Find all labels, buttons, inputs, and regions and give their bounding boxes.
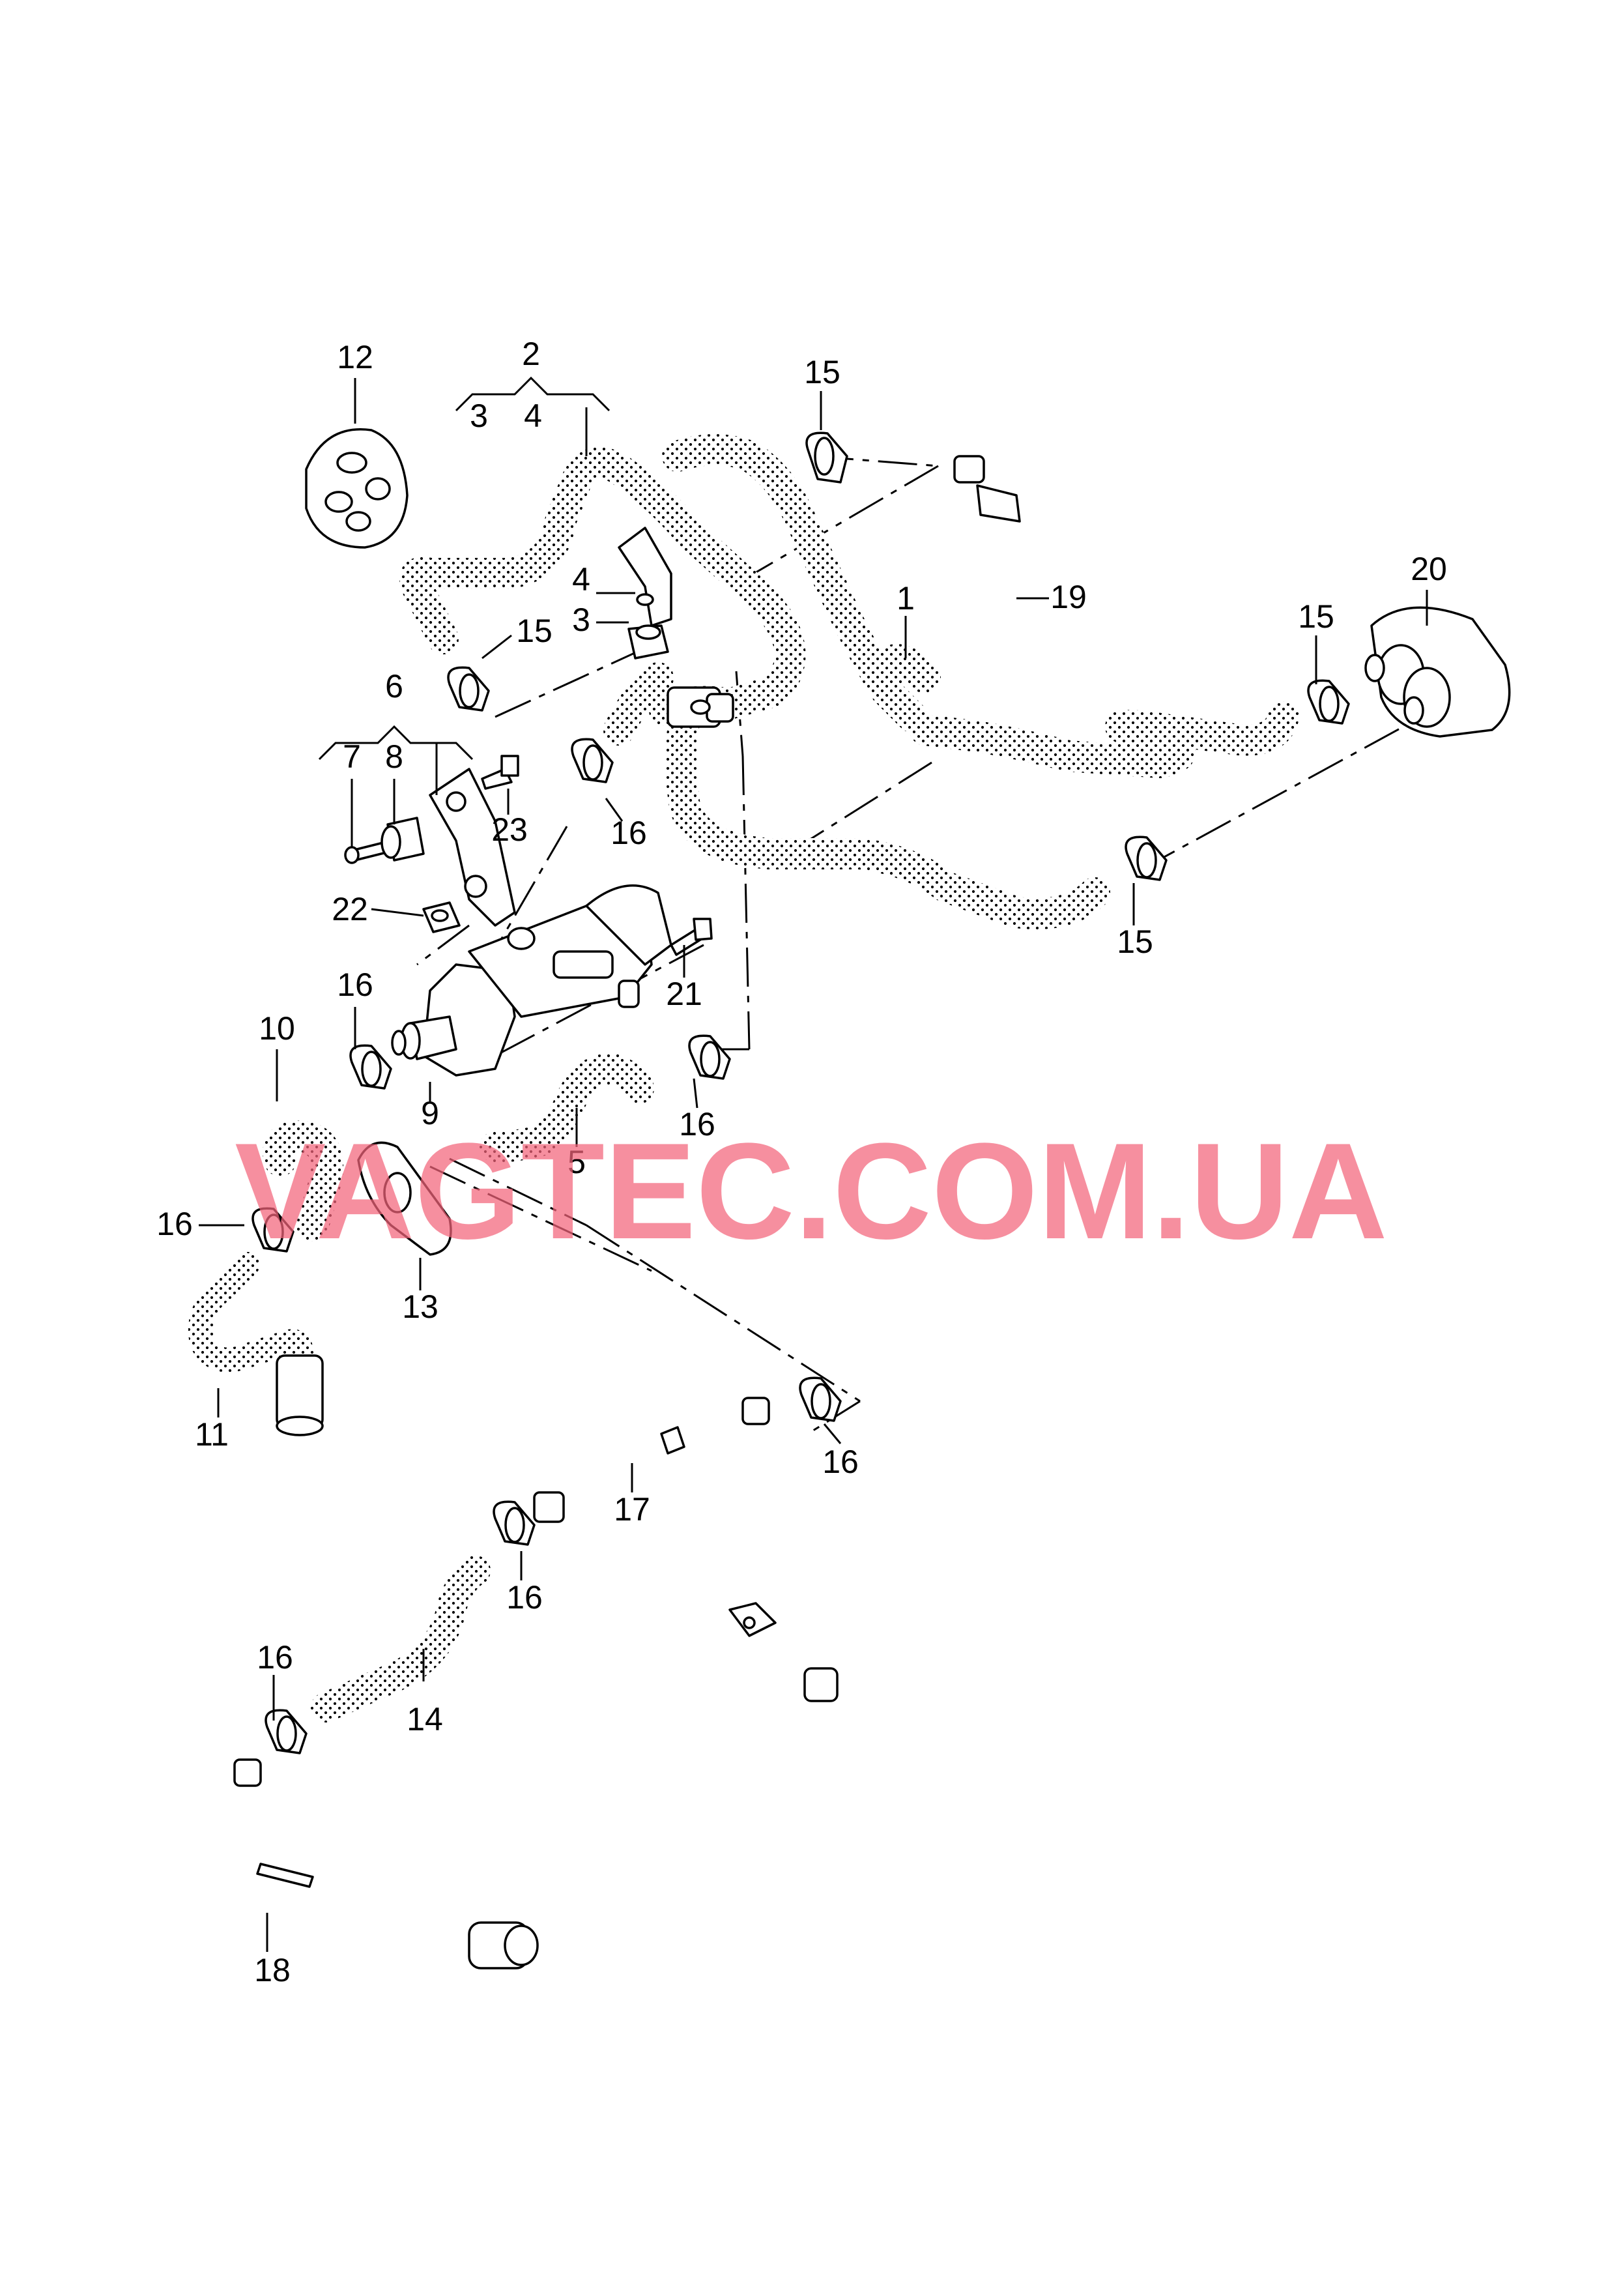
label-20: 20 xyxy=(1411,551,1447,587)
label-7: 7 xyxy=(343,738,361,775)
clamp-15-d xyxy=(1125,836,1168,881)
label-1: 1 xyxy=(897,580,915,617)
label-10: 10 xyxy=(259,1010,295,1047)
label-18: 18 xyxy=(254,1952,291,1988)
label-2: 2 xyxy=(522,336,540,372)
clamp-16-f xyxy=(493,1500,536,1546)
clamp-16-e xyxy=(799,1376,842,1422)
label-16-pipe17: 16 xyxy=(822,1444,859,1480)
hose-10 xyxy=(263,1120,343,1242)
part-labels: 12 2 3 4 15 19 1 20 15 4 3 15 6 7 8 23 1… xyxy=(156,336,1447,1988)
label-13: 13 xyxy=(402,1288,438,1325)
label-6: 6 xyxy=(385,668,403,705)
hose-5 xyxy=(480,1053,654,1163)
label-11: 11 xyxy=(195,1416,229,1453)
label-22: 22 xyxy=(332,891,368,927)
label-16-upper: 16 xyxy=(610,815,647,851)
clamp-16-b xyxy=(349,1044,392,1090)
hose-2 xyxy=(399,447,806,746)
hose-1 xyxy=(662,434,1299,929)
clamp-15-c xyxy=(1307,679,1350,725)
nut-22 xyxy=(422,901,461,933)
leader-lines xyxy=(199,376,1428,1952)
nut-3 xyxy=(627,624,669,660)
label-16-left: 16 xyxy=(156,1206,193,1242)
label-8: 8 xyxy=(385,738,403,775)
bolt-23 xyxy=(481,755,519,790)
clamp-16-a xyxy=(571,738,614,783)
label-3: 3 xyxy=(572,602,590,638)
hose-14 xyxy=(311,1556,491,1722)
label-16-pump: 16 xyxy=(337,966,373,1003)
watermark: VAGTEC.COM.UA xyxy=(235,1114,1387,1268)
label-15-right: 15 xyxy=(1298,598,1334,635)
bolt-21 xyxy=(670,918,713,956)
clamp-16-c xyxy=(688,1034,731,1080)
pipe-18 xyxy=(169,1758,539,1969)
bracket-4 xyxy=(618,527,672,627)
clamp-16-d xyxy=(251,1207,294,1253)
hose-11 xyxy=(188,1252,324,1436)
pipe-17 xyxy=(533,1395,839,1702)
label-5: 5 xyxy=(567,1144,586,1180)
label-2-4: 4 xyxy=(524,398,542,434)
grommet-20 xyxy=(1364,606,1511,738)
label-9: 9 xyxy=(421,1095,439,1131)
label-4: 4 xyxy=(572,561,590,598)
label-16-hose14: 16 xyxy=(506,1579,543,1616)
label-12: 12 xyxy=(337,339,373,375)
label-23: 23 xyxy=(491,811,528,848)
grommet-12 xyxy=(305,428,409,549)
bushing-8 xyxy=(381,817,425,862)
label-2-3: 3 xyxy=(470,398,488,434)
pipe-19 xyxy=(952,454,1029,716)
clamp-16-g xyxy=(265,1709,308,1754)
label-15-mid: 15 xyxy=(1117,923,1153,960)
clamp-15-a xyxy=(805,431,848,484)
pump-9 xyxy=(391,884,672,1077)
label-16-hose5: 16 xyxy=(679,1106,715,1142)
bracket-6 xyxy=(429,768,516,927)
label-17: 17 xyxy=(614,1491,650,1528)
label-15-left: 15 xyxy=(516,613,553,649)
label-15-top: 15 xyxy=(804,354,840,390)
grommet-13 xyxy=(357,1141,452,1256)
clamp-15-b xyxy=(447,666,490,712)
label-19: 19 xyxy=(1050,579,1087,615)
label-14: 14 xyxy=(407,1701,443,1737)
label-21: 21 xyxy=(666,976,702,1012)
label-16-pipe18: 16 xyxy=(257,1639,293,1676)
t-connector xyxy=(667,686,734,728)
